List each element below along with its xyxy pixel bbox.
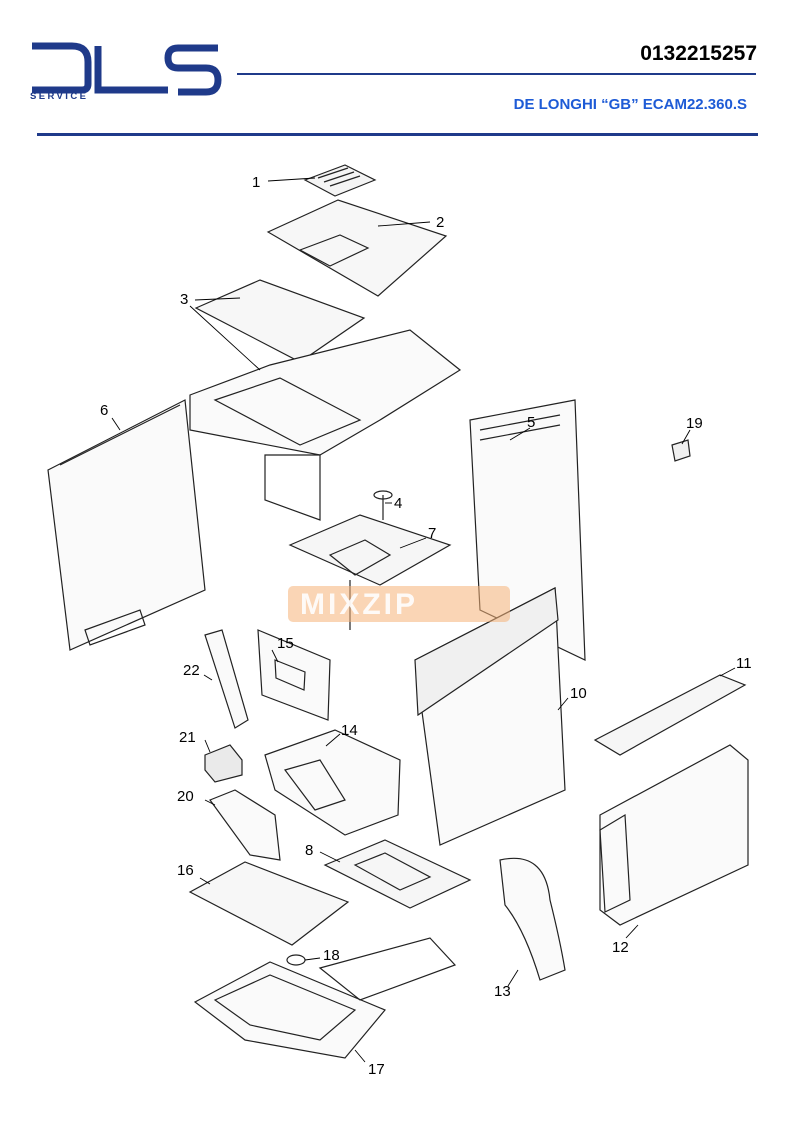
callout-19: 19 (686, 415, 703, 432)
part-14-grounds-container (264, 729, 401, 836)
part-11-tray (593, 674, 747, 756)
leader-lines (111, 177, 736, 1063)
callout-17: 17 (368, 1061, 385, 1078)
callout-22: 22 (183, 662, 200, 679)
part-17-drip-tray (193, 937, 457, 1059)
callout-5: 5 (527, 414, 536, 431)
callout-11: 11 (736, 655, 752, 672)
part-22-bracket (204, 629, 249, 729)
callout-2: 2 (436, 214, 445, 231)
callout-18: 18 (323, 947, 340, 964)
callout-13: 13 (494, 983, 511, 1000)
part-12-water-tank (599, 744, 749, 926)
part-10-front-panel (414, 587, 566, 846)
part-15-panel (257, 629, 331, 721)
callout-12: 12 (612, 939, 629, 956)
callout-15: 15 (277, 635, 294, 652)
part-20-flap (209, 789, 281, 861)
part-3-cup-tray (194, 279, 366, 363)
part-13-side-piece (499, 857, 566, 981)
callout-21: 21 (179, 729, 196, 746)
callout-3: 3 (180, 291, 189, 308)
callout-8: 8 (305, 842, 314, 859)
header-rule-bottom (37, 133, 758, 136)
model-title: DE LONGHI “GB” ECAM22.360.S (513, 96, 747, 113)
dls-logo (32, 42, 222, 96)
header-rule-top (237, 73, 756, 75)
callout-10: 10 (570, 685, 587, 702)
part-2-top-lid (266, 199, 448, 297)
part-6-left-panel (47, 399, 206, 651)
callout-7: 7 (428, 525, 437, 542)
part-19-clip (671, 439, 691, 462)
callout-1: 1 (252, 174, 261, 191)
callout-20: 20 (177, 788, 194, 805)
watermark-text: MIXZIP (300, 588, 419, 621)
part-8-tray-insert (323, 839, 472, 909)
service-label: SERVICE (30, 91, 89, 102)
callout-4: 4 (394, 495, 403, 512)
callout-6: 6 (100, 402, 109, 419)
callout-16: 16 (177, 862, 194, 879)
callout-14: 14 (341, 722, 358, 739)
top-body (189, 329, 462, 521)
part-1-grille (303, 164, 377, 197)
part-21-box (204, 744, 243, 783)
watermark-badge (288, 586, 510, 622)
document-number: 0132215257 (640, 42, 757, 65)
part-16-drip-plate (188, 861, 350, 946)
